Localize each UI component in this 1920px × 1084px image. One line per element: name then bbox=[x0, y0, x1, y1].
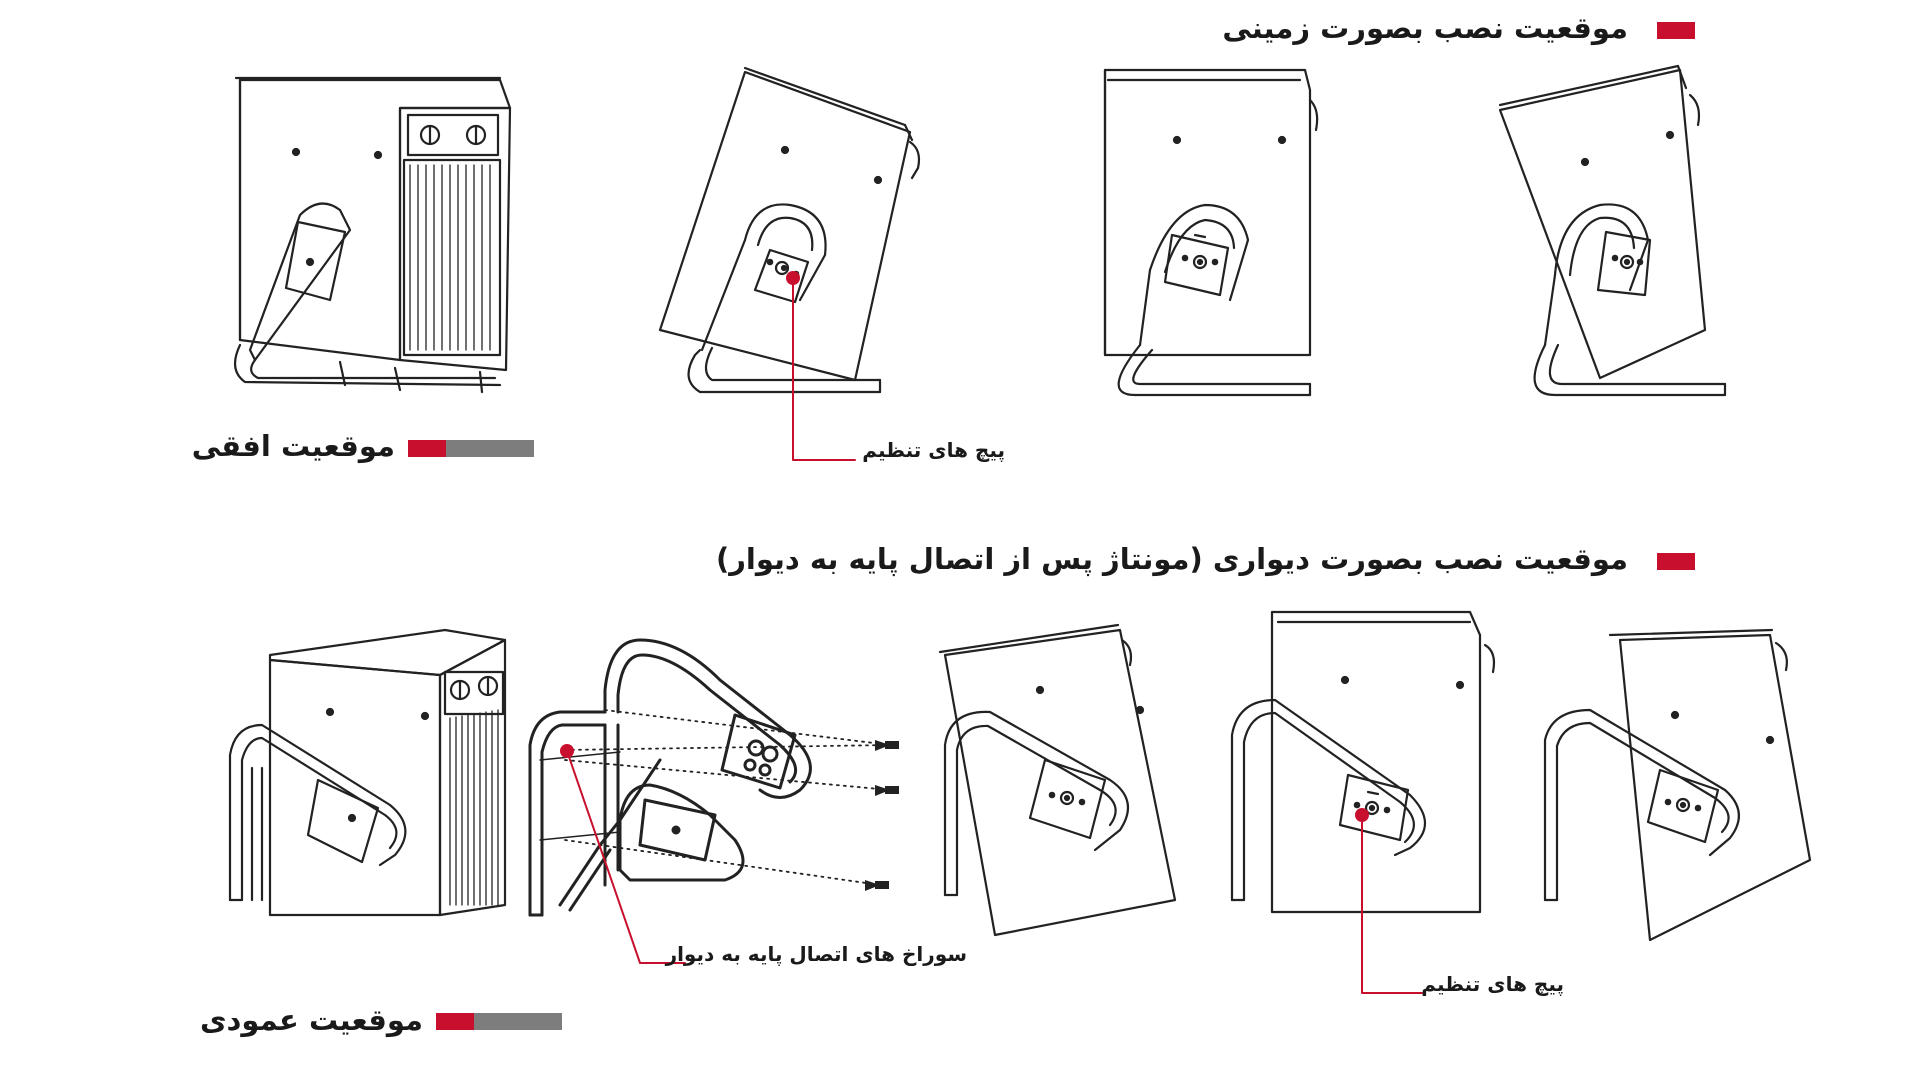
heater-floor-upright bbox=[1103, 68, 1319, 397]
callout-label-adjust-screws-top: پیچ های تنظیم bbox=[862, 438, 1005, 462]
heater-floor-tilted-left bbox=[658, 66, 921, 394]
heater-wall-tilted-right bbox=[1543, 628, 1812, 942]
stand-wall-mount-exploded bbox=[528, 638, 812, 917]
heater-wall-upright bbox=[1230, 610, 1496, 914]
marker-vertical-red bbox=[436, 1013, 474, 1030]
marker-horizontal-grey bbox=[446, 440, 534, 457]
callout-wall-holes bbox=[560, 744, 686, 964]
title-wall-install: موقعیت نصب بصورت دیواری (مونتاژ پس از ات… bbox=[715, 542, 1628, 576]
callout-adjust-screws-bottom bbox=[1355, 808, 1423, 994]
marker-vertical-grey bbox=[474, 1013, 562, 1030]
wall-alignment-lines bbox=[564, 709, 891, 886]
callout-label-wall-holes: سوراخ های اتصال پایه به دیوار bbox=[665, 942, 967, 966]
marker-wall-install bbox=[1657, 553, 1695, 570]
heater-wall-tilted-left bbox=[938, 623, 1177, 937]
marker-horizontal-red bbox=[408, 440, 446, 457]
screw-arrows bbox=[865, 740, 899, 891]
callout-adjust-screws-top bbox=[786, 271, 856, 461]
title-horizontal: موقعیت افقی bbox=[191, 429, 395, 463]
title-floor-install: موقعیت نصب بصورت زمینی bbox=[1222, 11, 1628, 45]
marker-floor-install bbox=[1657, 22, 1695, 39]
heater-vertical-perspective bbox=[228, 628, 507, 917]
heater-floor-tilted-right bbox=[1498, 64, 1727, 397]
title-vertical: موقعیت عمودی bbox=[199, 1003, 423, 1037]
heater-horizontal-perspective bbox=[233, 76, 512, 394]
callout-label-adjust-screws-bottom: پیچ های تنظیم bbox=[1421, 972, 1564, 996]
